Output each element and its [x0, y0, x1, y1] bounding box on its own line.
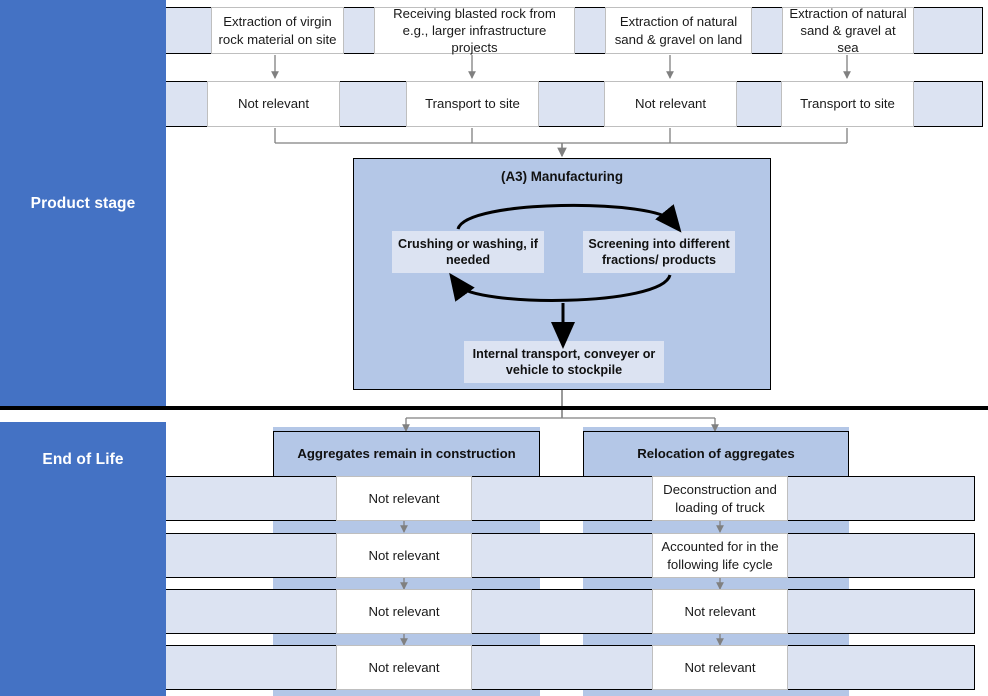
cell-c2-col1[interactable]: Not relevant [336, 533, 472, 578]
end-of-life-label: End of Life [42, 451, 124, 468]
eol-column-header-1[interactable]: Aggregates remain in construction [273, 431, 540, 477]
spacer-a2-4 [913, 81, 983, 127]
cell-a2-4[interactable]: Transport to site [781, 81, 914, 127]
spacer-a1-2 [574, 7, 606, 54]
section-divider-rule [0, 406, 988, 410]
end-of-life-bar: End of Life [0, 422, 166, 696]
spacer-a1-4 [913, 7, 983, 54]
spacer-a2-1 [338, 81, 408, 127]
cell-a1-2[interactable]: Receiving blasted rock from e.g., larger… [374, 6, 575, 55]
connectors-a3-eol [402, 390, 719, 433]
row-band-c2: (C2) Transport [15, 533, 975, 578]
manufacturing-cycle-arrows [449, 203, 682, 349]
product-stage-bar: Product stage [0, 0, 166, 408]
manufacturing-crushing-box[interactable]: Crushing or washing, if needed [392, 231, 544, 273]
spacer-a1-3 [751, 7, 783, 54]
cell-c4-col1[interactable]: Not relevant [336, 645, 472, 690]
manufacturing-screening-box[interactable]: Screening into different fractions/ prod… [583, 231, 735, 273]
spacer-a2-2 [536, 81, 606, 127]
cell-a1-1[interactable]: Extraction of virgin rock material on si… [211, 7, 344, 54]
product-stage-label: Product stage [30, 195, 136, 212]
manufacturing-title: (A3) Manufacturing [501, 169, 623, 184]
cell-a2-3[interactable]: Not relevant [604, 81, 737, 127]
cell-c1-col1[interactable]: Not relevant [336, 476, 472, 521]
cell-c1-col2[interactable]: Deconstruction and loading of truck [652, 476, 788, 521]
cell-a1-4[interactable]: Extraction of natural sand & gravel at s… [782, 6, 914, 55]
connectors-a1-a2 [271, 55, 851, 80]
cell-c3-col1[interactable]: Not relevant [336, 589, 472, 634]
row-band-c3: (C3) Waste processing [15, 589, 975, 634]
cell-c3-col2[interactable]: Not relevant [652, 589, 788, 634]
manufacturing-container: (A3) Manufacturing Crushing or washing, … [353, 158, 771, 390]
spacer-a1-1 [343, 7, 375, 54]
eol-column-header-2[interactable]: Relocation of aggregates [583, 431, 849, 477]
cell-c2-col2[interactable]: Accounted for in the following life cycl… [652, 533, 788, 578]
cell-a2-2[interactable]: Transport to site [406, 81, 539, 127]
cell-a1-3[interactable]: Extraction of natural sand & gravel on l… [605, 7, 752, 54]
cell-c4-col2[interactable]: Not relevant [652, 645, 788, 690]
cell-a2-1[interactable]: Not relevant [207, 81, 340, 127]
connectors-a2-a3 [274, 128, 848, 158]
